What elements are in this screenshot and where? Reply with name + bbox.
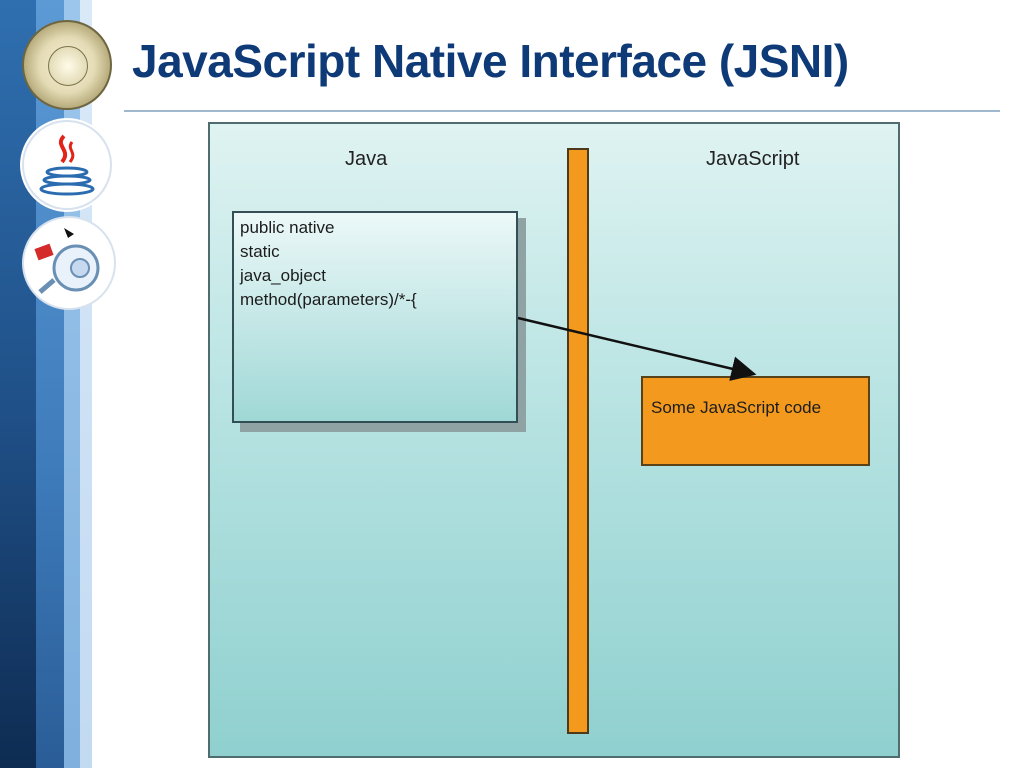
javascript-column-label: JavaScript: [706, 148, 800, 170]
java-code-line: java_object: [240, 266, 327, 285]
java-code-line: public native: [240, 218, 335, 237]
java-code-line: method(parameters)/*-{: [240, 290, 417, 309]
title-divider: [124, 110, 1000, 112]
gwt-toolbox-graphic: [34, 228, 100, 294]
gwt-logo-icon: [22, 216, 116, 310]
sidebar-stripe: [36, 0, 64, 768]
java-cup-graphic: [39, 134, 95, 196]
university-seal-icon: [22, 20, 112, 110]
sidebar-stripe: [64, 0, 80, 768]
sidebar-stripe: [0, 0, 36, 768]
left-sidebar: [0, 0, 92, 768]
boundary-divider-bar: [567, 148, 589, 734]
slide-title: JavaScript Native Interface (JSNI): [132, 35, 849, 87]
java-logo-icon: [22, 120, 112, 210]
javascript-code-box: Some JavaScript code: [641, 376, 870, 466]
java-code-box: public native static java_object method(…: [232, 211, 518, 423]
sidebar-stripe: [80, 0, 92, 768]
java-column-label: Java: [345, 148, 388, 170]
seal-center: [48, 46, 88, 86]
java-code-line: static: [240, 242, 280, 261]
